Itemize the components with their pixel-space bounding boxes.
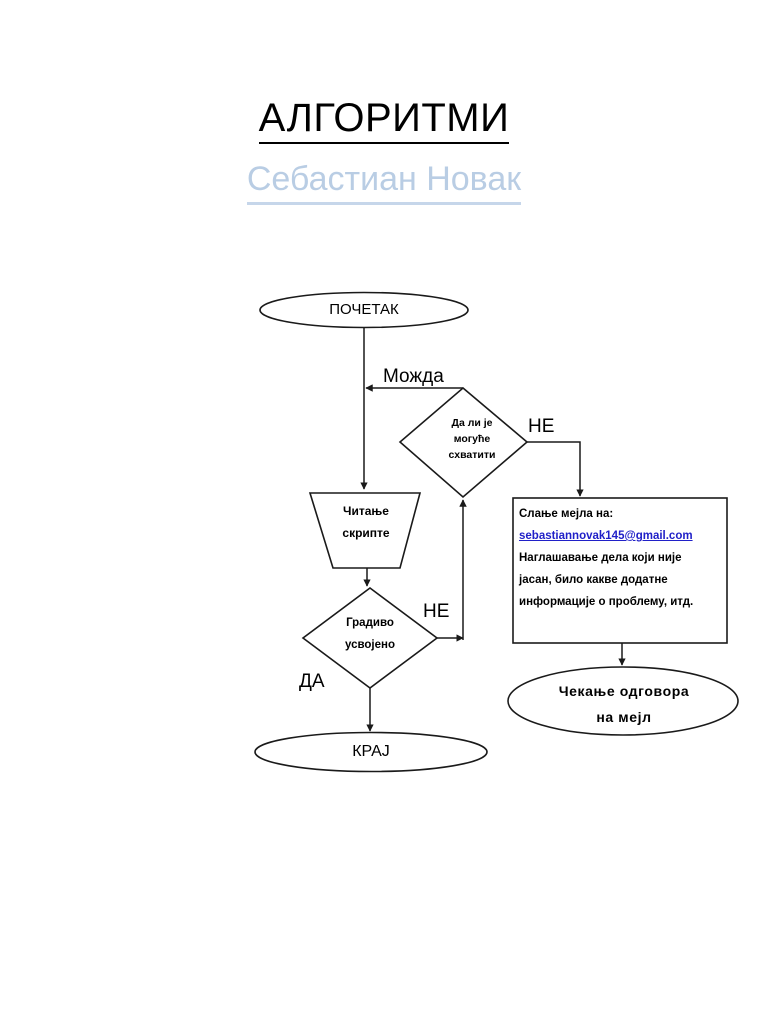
page-title: АЛГОРИТМИ [0,96,768,144]
node-decision-understand-shape [398,386,529,499]
mail-line-3: Наглашавање дела који није [519,552,682,564]
email-link[interactable]: sebastiannovak145@gmail.com [519,530,693,542]
node-start-shape [259,291,469,329]
node-read-script-shape [308,492,422,569]
node-decision-learned-shape [301,587,439,689]
mail-line-4: јасан, било какве додатне [519,574,668,586]
node-end-shape [254,731,488,773]
edge-no-understand [527,441,584,497]
node-send-mail-content: Слање мејла на: sebastiannovak145@gmail.… [519,503,725,613]
page-subtitle: Себастиан Новак [0,160,768,205]
node-send-mail-shape [512,497,728,644]
mail-email-line: sebastiannovak145@gmail.com [519,525,725,547]
page-title-text: АЛГОРИТМИ [258,96,510,144]
mail-line-1: Слање мејла на: [519,508,614,520]
mail-line-5: информације о проблему, итд. [519,596,694,608]
node-wait-reply-shape [507,666,739,736]
page-subtitle-text: Себастиан Новак [246,160,522,205]
